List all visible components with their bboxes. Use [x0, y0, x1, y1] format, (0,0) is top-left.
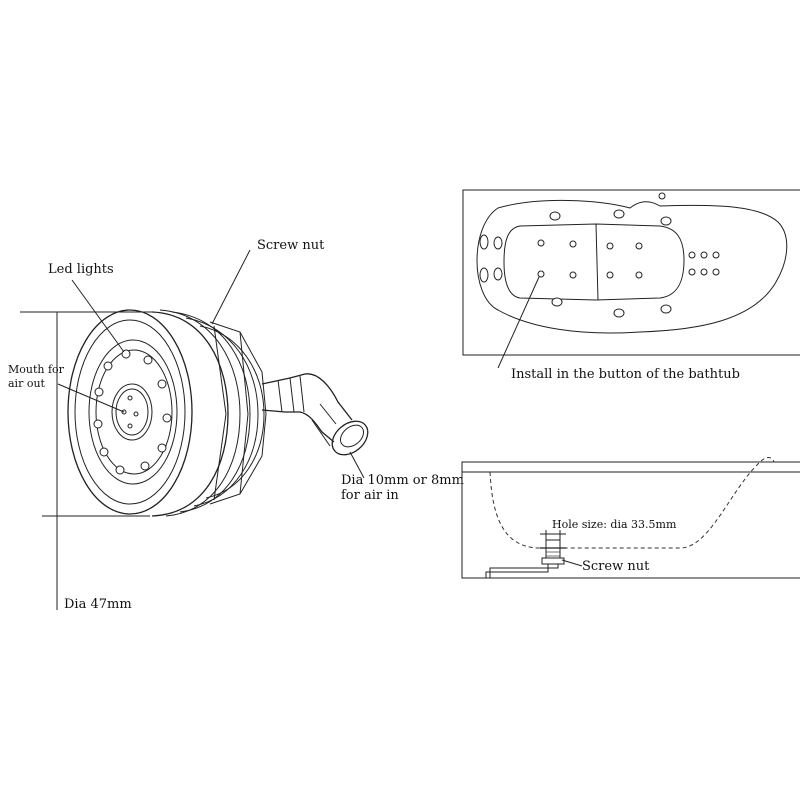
- tub-jet: [613, 308, 625, 318]
- body-ring-1: [151, 311, 229, 517]
- tub-basin: [503, 223, 685, 301]
- label-air-in-line2: for air in: [341, 488, 399, 503]
- leader-air-in: [349, 451, 365, 479]
- led-light: [103, 361, 113, 371]
- label-install: Install in the button of the bathtub: [511, 367, 740, 382]
- tub-jet: [569, 240, 577, 248]
- bathtub-side-view: [461, 457, 800, 579]
- leader-mouth: [57, 383, 125, 413]
- label-mouth-line2: air out: [8, 377, 46, 390]
- tub-jet: [551, 297, 563, 307]
- leader-led-lights: [71, 279, 125, 353]
- bathtub-top-view: [462, 189, 800, 369]
- tub-jet: [688, 268, 696, 276]
- leader-screw-nut-bottom: [561, 559, 583, 567]
- tub-jet: [660, 216, 672, 226]
- screw-nut-line-3: [213, 325, 227, 415]
- label-hole-size: Hole size: dia 33.5mm: [552, 518, 677, 531]
- led-light: [162, 413, 172, 423]
- mouth-hole: [133, 411, 139, 417]
- tub-jet: [700, 268, 708, 276]
- label-screw-nut-bottom: Screw nut: [582, 559, 650, 574]
- mouth-outer: [111, 383, 153, 441]
- jet-nozzle-drawing: [20, 249, 369, 610]
- tub-jet: [635, 271, 643, 279]
- tub-jet: [479, 234, 489, 250]
- tub-jet: [479, 267, 489, 283]
- top-view-frame: [462, 189, 800, 356]
- tub-jet: [569, 271, 577, 279]
- air-inlet-collar: [277, 375, 305, 413]
- label-screw-nut-top: Screw nut: [257, 238, 325, 253]
- nozzle-face-inner-ring-2: [95, 349, 173, 475]
- air-inlet-side-2: [311, 419, 331, 447]
- tub-outline: [476, 199, 788, 334]
- tub-jet: [606, 242, 614, 250]
- led-light: [143, 355, 153, 365]
- nozzle-face-outer: [67, 309, 193, 515]
- mouth-hole: [127, 423, 133, 429]
- jet-air-pipe: [485, 564, 559, 578]
- tub-profile-dashed: [489, 457, 775, 549]
- led-light: [157, 379, 167, 389]
- air-inlet-pipe: [261, 373, 353, 443]
- leader-screw-nut: [211, 249, 251, 325]
- jet-body: [545, 539, 561, 559]
- tub-jet: [700, 251, 708, 259]
- nozzle-face-inner-ring: [88, 339, 178, 485]
- screw-nut-line-2: [239, 413, 249, 495]
- mouth-hole: [127, 395, 133, 401]
- tub-jet: [549, 211, 561, 221]
- tub-jet: [537, 239, 545, 247]
- nozzle-face-rim: [74, 319, 186, 505]
- led-light: [99, 447, 109, 457]
- label-air-in-line1: Dia 10mm or 8mm: [341, 473, 464, 488]
- body-ring-4: [185, 317, 259, 507]
- air-inlet-opening-inner: [339, 424, 365, 448]
- label-dia: Dia 47mm: [64, 597, 132, 612]
- tub-jet: [613, 209, 625, 219]
- tub-jet: [688, 251, 696, 259]
- tub-jet: [660, 304, 672, 314]
- led-light: [157, 443, 167, 453]
- tub-jet: [537, 270, 545, 278]
- screw-nut-line-4: [213, 413, 227, 501]
- led-light: [115, 465, 125, 475]
- tub-jet: [712, 251, 720, 259]
- air-inlet-opening-outer: [331, 420, 369, 456]
- tub-jet: [635, 242, 643, 250]
- body-ring-2: [159, 309, 241, 517]
- label-led-lights: Led lights: [48, 262, 114, 277]
- tub-jet: [493, 267, 503, 281]
- led-light: [140, 461, 150, 471]
- jet-nut: [541, 557, 565, 565]
- tub-basin-divider: [595, 223, 599, 301]
- mouth-inner: [115, 388, 149, 436]
- body-ring-5: [199, 325, 265, 499]
- label-mouth-line1: Mouth for: [8, 363, 65, 376]
- led-light: [93, 419, 103, 429]
- leader-install: [497, 276, 540, 369]
- air-inlet-side-1: [319, 403, 337, 425]
- tub-jet: [493, 236, 503, 250]
- side-view-frame: [461, 461, 800, 579]
- tub-jet: [606, 271, 614, 279]
- tub-jet: [712, 268, 720, 276]
- tub-jet: [658, 192, 666, 200]
- led-lights-ring: [93, 349, 172, 475]
- screw-nut-line-1: [239, 331, 249, 415]
- led-light: [94, 387, 104, 397]
